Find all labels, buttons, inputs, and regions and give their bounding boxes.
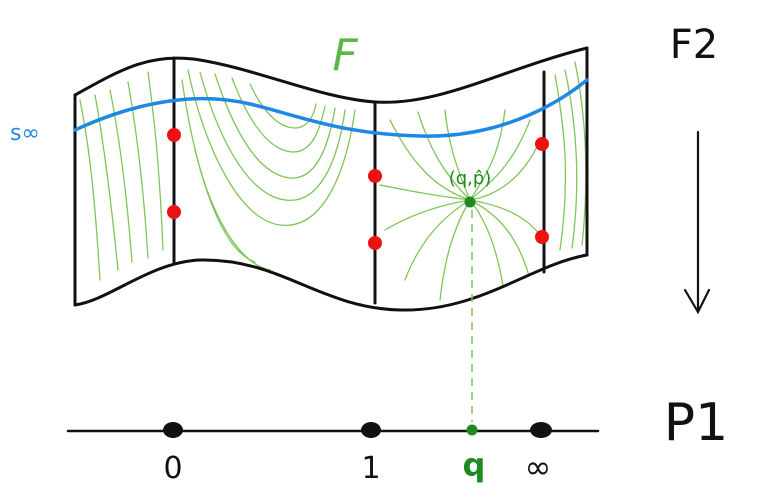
section-s-infinity-curve — [73, 78, 589, 138]
base-point-label-1: 1 — [361, 451, 380, 486]
fixed-point-q-p — [464, 196, 476, 208]
red-point — [368, 169, 382, 183]
base-point-1 — [361, 422, 381, 438]
sheet-bottom-edge — [73, 253, 589, 312]
surface-sheet — [73, 46, 589, 312]
red-point — [535, 137, 549, 151]
fixed-point-label: (q,p̂) — [449, 168, 492, 189]
projection-arrow — [683, 130, 711, 315]
foliation-leaves — [79, 61, 587, 301]
base-point-0 — [163, 422, 183, 438]
red-point — [167, 205, 181, 219]
red-point — [535, 230, 549, 244]
base-point-label-infinity: ∞ — [525, 448, 552, 486]
sheet-top-edge — [73, 46, 589, 104]
base-point-label-q: q — [463, 446, 486, 484]
base-point-label-0: 0 — [163, 451, 182, 486]
foliation-label: F — [332, 30, 358, 81]
red-point — [167, 128, 181, 142]
surface-label: F2 — [670, 22, 718, 68]
base-curve-label: P1 — [664, 393, 728, 453]
red-point — [368, 236, 382, 250]
base-point-infinity — [530, 422, 552, 438]
red-points — [167, 128, 549, 250]
base-point-q — [466, 424, 478, 436]
section-label: s∞ — [10, 121, 40, 146]
